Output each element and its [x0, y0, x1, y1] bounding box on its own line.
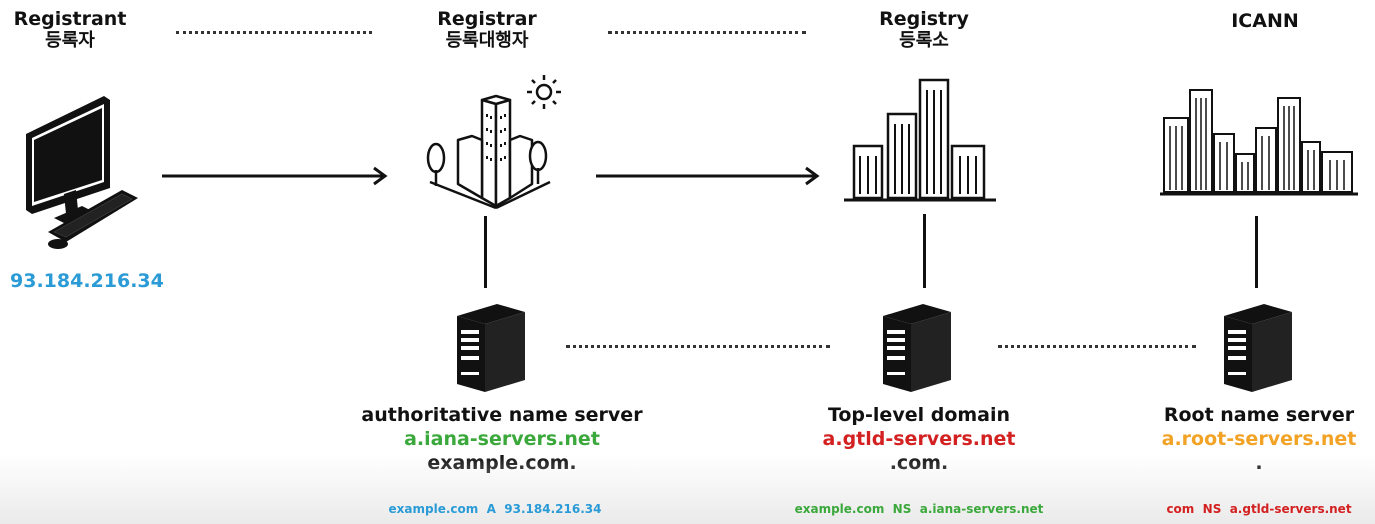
- authoritative-server-label: authoritative name server a.iana-servers…: [361, 404, 642, 474]
- authoritative-title: authoritative name server: [361, 404, 643, 426]
- registrar-en: Registrar: [437, 8, 537, 30]
- authoritative-server-icon: [457, 304, 525, 392]
- dotted-connector-tld-root: [998, 345, 1196, 348]
- arrow-registrar-to-registry: [596, 166, 820, 186]
- dotted-connector-auth-tld: [566, 345, 830, 348]
- tld-record: example.com NS a.iana-servers.net: [794, 502, 1044, 516]
- dotted-connector-registrar-registry: [608, 31, 806, 34]
- registry-ko: 등록소: [899, 30, 949, 51]
- registrant-label: Registrant 등록자: [14, 8, 127, 52]
- registrar-ko: 등록대행자: [445, 30, 529, 51]
- root-zone: .: [1255, 452, 1263, 474]
- root-title: Root name server: [1163, 404, 1355, 426]
- authoritative-host: a.iana-servers.net: [404, 428, 600, 450]
- tld-server-icon: [883, 304, 951, 392]
- root-server-icon: [1224, 304, 1292, 392]
- tld-server-label: Top-level domain a.gtld-servers.net .com…: [823, 404, 1016, 474]
- city-skyline-icon: [1160, 89, 1358, 196]
- root-record: com NS a.gtld-servers.net: [1166, 502, 1352, 516]
- registrant-en: Registrant: [13, 8, 127, 30]
- connector-registry-to-server: [923, 214, 926, 288]
- sun-icon: [527, 75, 561, 109]
- connector-registrar-to-server: [484, 216, 487, 288]
- dotted-connector-registrant-registrar: [176, 31, 372, 34]
- icann-label: ICANN: [1231, 10, 1299, 32]
- tld-host: a.gtld-servers.net: [822, 428, 1016, 450]
- registrant-ko: 등록자: [45, 30, 95, 51]
- tld-zone: .com.: [889, 452, 949, 474]
- connector-icann-to-server: [1255, 216, 1258, 288]
- registry-label: Registry 등록소: [879, 8, 969, 52]
- registrar-label: Registrar 등록대행자: [437, 8, 537, 52]
- authoritative-record: example.com A 93.184.216.34: [388, 502, 602, 516]
- registry-en: Registry: [879, 8, 969, 30]
- city-buildings-icon: [844, 78, 996, 202]
- root-host: a.root-servers.net: [1161, 428, 1357, 450]
- office-building-icon: [426, 75, 561, 210]
- root-server-label: Root name server a.root-servers.net .: [1162, 404, 1357, 474]
- registrant-ip: 93.184.216.34: [10, 270, 164, 292]
- tld-title: Top-level domain: [827, 404, 1011, 426]
- desktop-computer-icon: [26, 96, 138, 249]
- arrow-registrant-to-registrar: [162, 166, 388, 186]
- icann-en: ICANN: [1231, 10, 1299, 32]
- authoritative-zone: example.com.: [427, 452, 577, 474]
